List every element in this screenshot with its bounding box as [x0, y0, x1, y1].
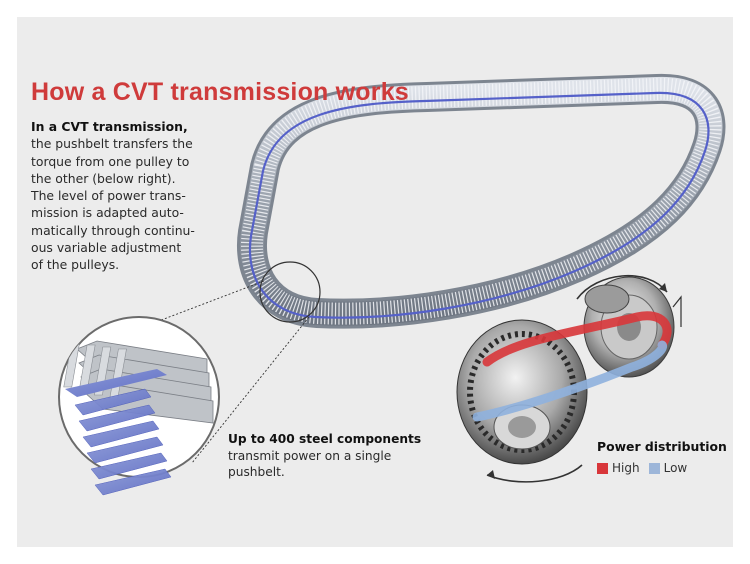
pulley-assembly — [456, 274, 682, 483]
magnifier-belt-elements — [58, 316, 220, 496]
intro-line: matically through continu- — [31, 222, 195, 238]
intro-line: torque from one pulley to — [31, 153, 190, 169]
pushbelt — [237, 73, 726, 329]
legend-swatch-high — [597, 462, 608, 474]
intro-paragraph: In a CVT transmission, the pushbelt tran… — [31, 118, 241, 274]
cvt-illustration — [58, 73, 726, 496]
infographic-panel: How a CVT transmission works In a CVT tr… — [17, 17, 733, 547]
components-line: pushbelt. — [228, 465, 285, 479]
power-distribution-legend: Power distribution High Low — [597, 439, 733, 475]
intro-line: of the pulleys. — [31, 257, 120, 273]
intro-lead: In a CVT transmission, — [31, 119, 188, 134]
page-title: How a CVT transmission works — [31, 78, 409, 106]
legend-title: Power distribution — [597, 439, 727, 454]
legend-label-high: High — [612, 461, 640, 475]
zoom-callout — [84, 261, 321, 464]
components-line: transmit power on a single — [228, 448, 392, 463]
legend-label-low: Low — [663, 461, 688, 475]
legend-items: High Low — [597, 461, 733, 475]
legend-item-high: High — [597, 461, 640, 475]
intro-line: the pushbelt transfers the — [31, 136, 193, 152]
intro-line: ous variable adjustment — [31, 240, 182, 256]
intro-line: mission is adapted auto- — [31, 205, 184, 221]
intro-line: the other (below right). — [31, 170, 176, 186]
components-lead: Up to 400 steel components — [228, 432, 422, 446]
legend-item-low: Low — [648, 461, 688, 475]
legend-swatch-low — [648, 462, 660, 474]
intro-line: The level of power trans- — [31, 188, 186, 204]
components-caption: Up to 400 steel components transmit powe… — [228, 431, 458, 481]
